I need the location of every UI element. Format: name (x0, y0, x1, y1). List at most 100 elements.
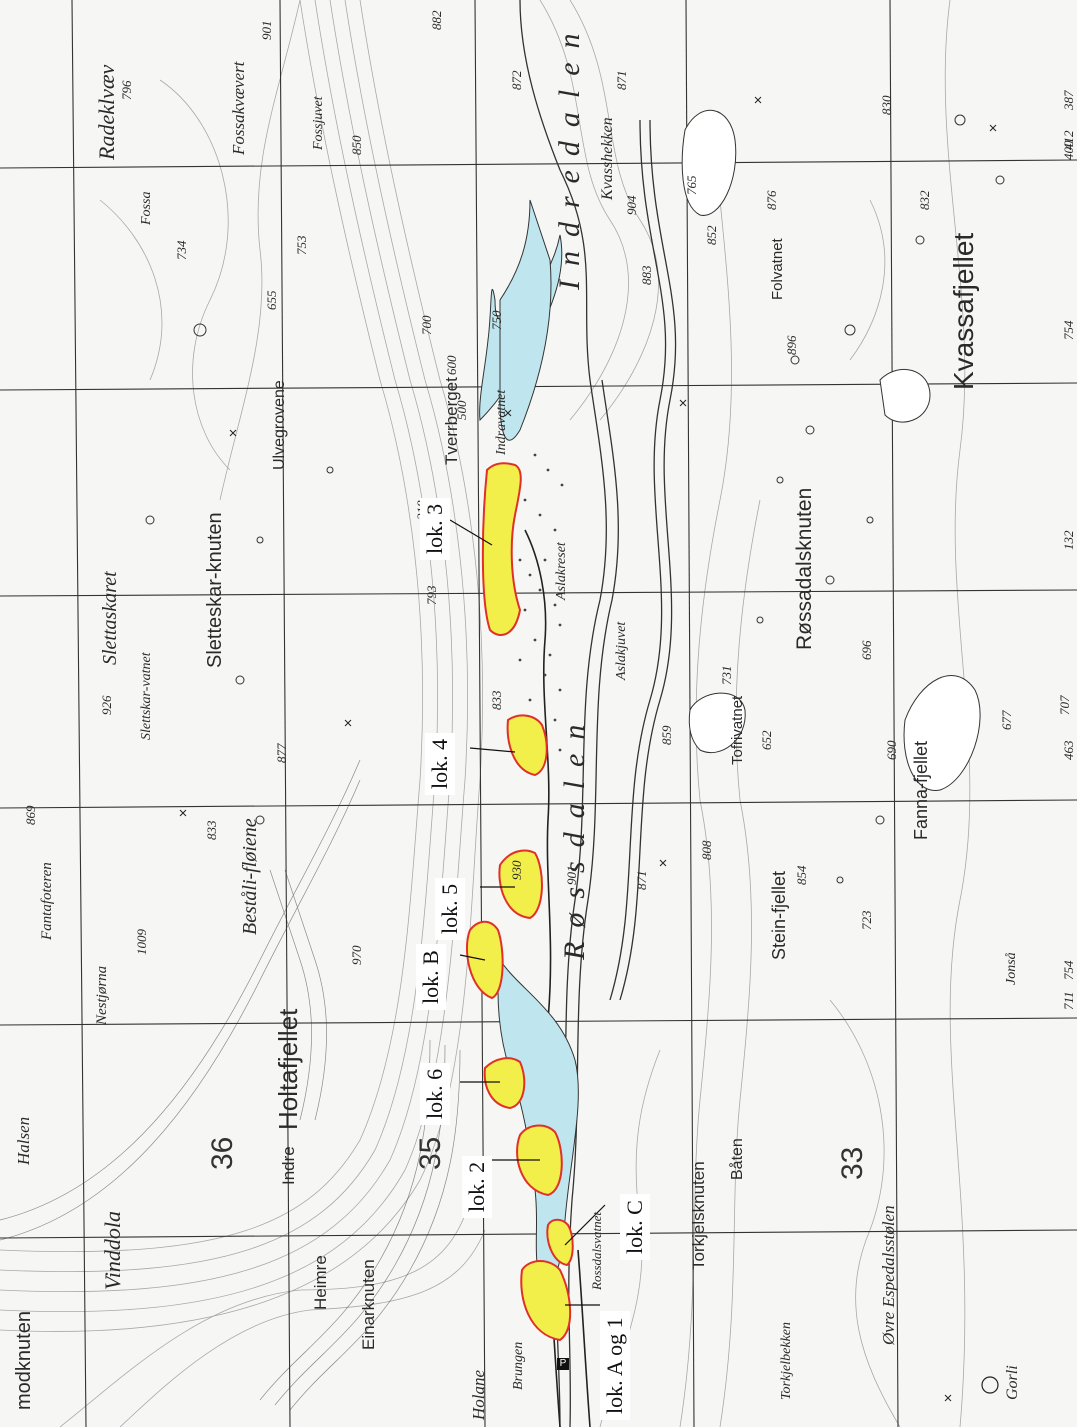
site-label-lok6: lok. 6 (420, 1062, 450, 1125)
elev-711: 711 (1061, 991, 1076, 1010)
site-lok4 (506, 714, 548, 777)
place-heimre: Heimre (311, 1255, 330, 1310)
place-sletteskarknuten: Sletteskar-knuten (204, 512, 226, 668)
elev-677: 677 (999, 710, 1014, 731)
place-tofrivatnet: Tofrivatnet (729, 695, 746, 765)
place-halsen: Halsen (14, 1116, 33, 1165)
place-fannafjellet: Fanna-fjellet (911, 740, 931, 840)
lake-fannafjellet (903, 675, 981, 791)
site-lokA1 (520, 1260, 572, 1342)
grid-label-33: 33 (836, 1146, 869, 1180)
elev-132: 132 (1061, 530, 1076, 551)
elev-833b: 833 (489, 690, 504, 711)
river (519, 0, 677, 1427)
place-fossa: Fossa (139, 191, 154, 225)
elev-700: 700 (419, 315, 434, 336)
elev-896: 896 (784, 335, 799, 356)
elev-500: 500 (454, 400, 469, 421)
elev-852: 852 (704, 225, 719, 246)
place-bestalifloiene: Beståli-fløiene (239, 818, 261, 935)
site-label-lokC: lok. C (620, 1194, 650, 1260)
place-einarknuten: Einarknuten (359, 1259, 378, 1350)
elev-796: 796 (119, 80, 134, 101)
elev-876: 876 (764, 190, 779, 211)
place-holtafjellet: Holtafjellet (273, 1008, 303, 1130)
elev-731: 731 (719, 665, 734, 686)
elev-754b: 754 (1061, 320, 1076, 341)
place-rossadalen: Røssdalen (558, 710, 591, 960)
elev-652: 652 (759, 730, 774, 751)
site-lok6 (483, 1057, 526, 1110)
elev-1009: 1009 (134, 929, 149, 955)
site-lokC (546, 1218, 574, 1267)
place-rossadalsknuten: Røssadalsknuten (793, 487, 816, 650)
site-label-lokB: lok. B (416, 944, 446, 1010)
place-indravatnet: Indravatnet (494, 389, 509, 455)
grid-label-35: 35 (414, 1136, 447, 1170)
gorli-point-circle (981, 1376, 999, 1394)
place-rossdalsvatnet: Rossdalsvatnet (589, 1212, 604, 1290)
elev-765: 765 (684, 175, 699, 196)
elev-400: 400 (1061, 140, 1076, 161)
elev-872: 872 (509, 70, 524, 91)
elev-463: 463 (1061, 740, 1076, 761)
place-vinddola: Vinddola (100, 1210, 125, 1290)
elev-600: 600 (444, 355, 459, 376)
place-nestjorna: Nestjørna (94, 965, 110, 1025)
place-kvasshekken: Kvasshekken (599, 117, 616, 200)
place-fantafoteren: Fantafoteren (39, 862, 55, 940)
lake-folvatnet (681, 109, 737, 216)
place-ovre-espedal: Øvre Espedalsstølen (879, 1205, 898, 1345)
site-label-lok5: lok. 5 (435, 877, 465, 940)
elev-970: 970 (349, 945, 364, 966)
elev-883: 883 (639, 265, 654, 286)
elev-754: 754 (1061, 960, 1076, 981)
elev-871b: 871 (634, 870, 649, 891)
place-fossakvaevert: Fossakvævert (229, 61, 248, 155)
elev-901b: 901 (564, 865, 579, 886)
elev-869: 869 (23, 805, 38, 826)
elev-830: 830 (879, 95, 894, 116)
site-lok5 (498, 849, 543, 920)
steep-slope-hatch (0, 759, 461, 1411)
place-baten: Båten (729, 1138, 746, 1180)
place-kvassafjellet: Kvassafjellet (948, 232, 979, 390)
lake-tofrivatnet (688, 692, 746, 754)
site-lok3 (481, 462, 522, 636)
terrain-contours (0, 0, 971, 1427)
elev-926: 926 (99, 695, 114, 716)
elev-833a: 833 (204, 820, 219, 841)
place-indre: Indre (279, 1146, 298, 1185)
elev-832: 832 (917, 190, 932, 211)
elev-901: 901 (259, 20, 274, 41)
place-radeklvaev: Radeklvæv (94, 64, 119, 160)
place-jonsaa: Jonså (1004, 952, 1019, 985)
place-indredalen: Indredalen (553, 19, 586, 290)
place-aslakjuvet: Aslakjuvet (614, 621, 629, 680)
elev-753: 753 (294, 235, 309, 256)
site-label-lok3: lok. 3 (420, 497, 450, 560)
elev-877: 877 (274, 743, 289, 764)
site-label-lokA1: lok. A og 1 (600, 1311, 630, 1420)
place-steinfjellet: Stein-fjellet (769, 870, 789, 960)
place-folvatnet: Folvatnet (769, 238, 786, 300)
place-sletteskarvatnet: Slettskar-vatnet (139, 652, 154, 740)
elev-750: 750 (489, 310, 504, 331)
elev-808: 808 (699, 840, 714, 861)
elev-655: 655 (264, 290, 279, 311)
elev-690: 690 (884, 740, 899, 761)
elev-871a: 871 (614, 70, 629, 91)
elev-882: 882 (429, 10, 444, 31)
elev-850: 850 (349, 135, 364, 156)
place-ulvegrovene: Ulvegrovene (271, 380, 288, 470)
lake-indravatnet-2 (499, 199, 552, 441)
leader-lines (449, 519, 606, 1306)
grid-label-36: 36 (206, 1136, 239, 1170)
site-label-lok2: lok. 2 (462, 1155, 492, 1218)
elev-387: 387 (1061, 90, 1076, 111)
elev-904: 904 (624, 195, 639, 216)
site-label-lok4: lok. 4 (425, 732, 455, 795)
survey-sites (466, 462, 574, 1342)
